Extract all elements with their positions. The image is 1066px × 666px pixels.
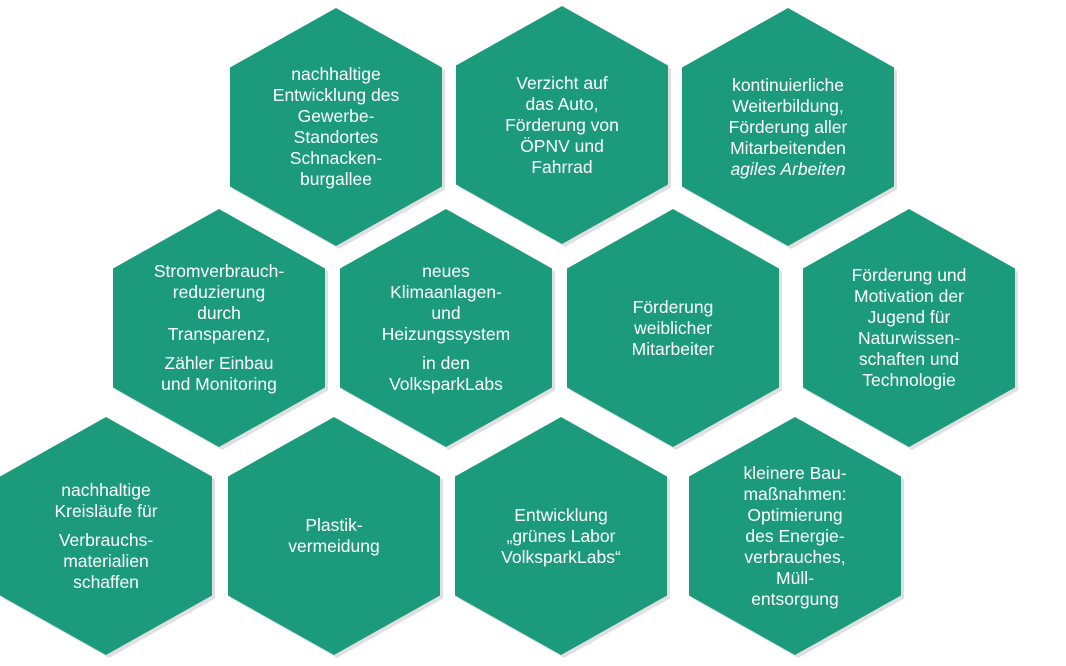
hexagon-text-line: verbrauches, <box>744 546 846 567</box>
hexagon-label: Plastik-vermeidung <box>249 515 419 557</box>
hexagon-text-line: Heizungssystem <box>381 324 511 344</box>
hexagon-text-line: Entwicklung <box>514 504 608 525</box>
hexagon-text-line: Optimierung <box>747 504 843 525</box>
hexagon-text-line: und <box>431 303 461 323</box>
hexagon-text-line: Förderung <box>632 296 714 317</box>
hexagon-text-line: Gewerbe- <box>297 106 375 126</box>
hexagon-text-line: agiles Arbeiten <box>730 158 846 179</box>
line-gap <box>134 345 304 353</box>
hexagon-text-line: durch <box>197 303 241 323</box>
hexagon-text-line: Motivation der <box>854 286 964 306</box>
hexagon-text-line: Naturwissen- <box>857 328 961 348</box>
hexagon-text-line: weiblicher <box>634 317 712 338</box>
hexagon-text-line: schaften und <box>858 349 960 369</box>
hexagon-text-line: Weiterbildung, <box>732 95 844 116</box>
hexagon-text-line: Förderung und <box>851 265 967 285</box>
hexagon-text-line: nachhaltige <box>61 479 151 500</box>
hexagon-text-line: Verzicht auf <box>516 72 608 93</box>
hexagon-text-line: ÖPNV und <box>520 135 604 156</box>
hexagon-text-line: VolksparkLabs <box>389 374 503 394</box>
hexagon-text-line: reduzierung <box>172 282 266 302</box>
hexagon-text-line: das Auto, <box>525 93 599 114</box>
hexagon-text-line: nachhaltige <box>291 64 381 84</box>
hexagon-text-line: des Energie- <box>745 525 845 546</box>
line-gap <box>361 345 531 353</box>
hexagon-text-line: schaffen <box>73 571 139 592</box>
hexagon-text-line: Mitarbeiter <box>631 338 715 359</box>
hexagon-text-line: Klimaanlagen- <box>390 282 502 302</box>
hexagon-text-line: Plastik- <box>305 515 363 535</box>
hexagon-text-line: Zähler Einbau <box>164 353 274 373</box>
hexagon-text-line: Mitarbeitenden <box>730 137 846 158</box>
hexagon-text-line: Förderung aller <box>728 116 848 137</box>
hexagon-text-line: maßnahmen: <box>743 483 847 504</box>
hexagon-text-line: Transparenz, <box>167 324 271 344</box>
hexagon-text-line: materialien <box>63 550 149 571</box>
hexagon-text-line: in den <box>422 353 470 373</box>
hexagon-text-line: Standortes <box>293 127 379 147</box>
hexagon-text-line: neues <box>422 261 470 281</box>
hexagon-text-line: „grünes Labor <box>506 525 616 546</box>
hexagon-text-line: und Monitoring <box>161 374 277 394</box>
hexagon-text-line: Jugend für <box>867 307 951 327</box>
line-gap <box>21 522 191 530</box>
hexagon-text-line: Stromverbrauch- <box>153 261 285 281</box>
hexagon-text-line: burgallee <box>300 169 372 189</box>
hexagon-text-line: entsorgung <box>751 588 839 609</box>
hexagon-text-line: kontinuierliche <box>732 74 844 95</box>
hexagon-text-line: kleinere Bau- <box>743 462 847 483</box>
hexagon-text-line: vermeidung <box>288 536 380 556</box>
hexagon-text-line: Schnacken- <box>289 148 383 168</box>
hexagon-text-line: Entwicklung des <box>272 85 400 105</box>
hexagon-plastikvermeidung: Plastik-vermeidung <box>228 417 440 655</box>
hexagon-text-line: VolksparkLabs“ <box>501 546 621 567</box>
hexagon-text-line: Technologie <box>862 370 956 390</box>
hexagon-text-line: Verbrauchs- <box>58 529 154 550</box>
hexagon-text-line: Förderung von <box>505 114 619 135</box>
hexagon-text-line: Kreisläufe für <box>54 500 158 521</box>
hexagon-text-line: Müll- <box>776 567 814 588</box>
hexagon-text-line: Fahrrad <box>531 156 593 177</box>
